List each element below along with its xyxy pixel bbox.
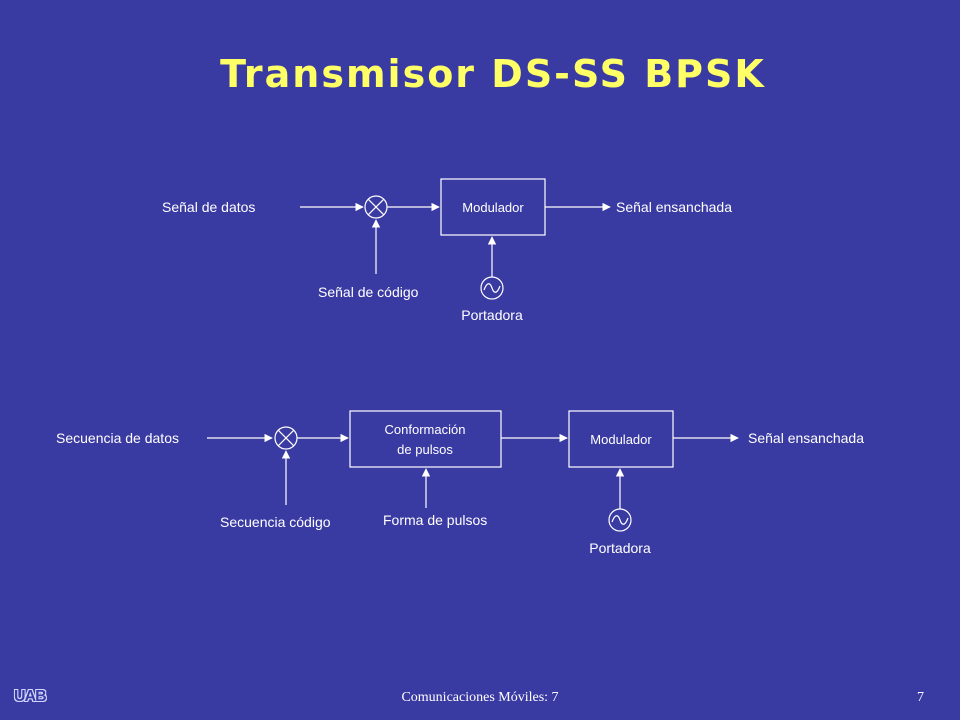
spread-signal-label: Señal ensanchada xyxy=(748,430,864,446)
code-signal-label: Señal de código xyxy=(318,284,419,300)
pulse-shape-label: Forma de pulsos xyxy=(383,512,487,528)
oscillator-icon xyxy=(608,508,632,532)
modulator-label: Modulador xyxy=(462,200,524,215)
oscillator-icon xyxy=(480,276,504,300)
diagram-top: Señal de datos Señal de código Modulador… xyxy=(162,178,732,323)
modulator-box xyxy=(568,410,674,468)
pulse-shaping-label-line2: de pulsos xyxy=(397,442,453,457)
university-logo: UAB xyxy=(14,688,47,705)
diagram-bottom: Secuencia de datos Secuencia código Conf… xyxy=(56,410,864,556)
pulse-shaping-label-line1: Conformación xyxy=(385,422,466,437)
mixer-icon xyxy=(364,195,388,219)
data-sequence-label: Secuencia de datos xyxy=(56,430,179,446)
data-signal-label: Señal de datos xyxy=(162,199,255,215)
page-number: 7 xyxy=(917,690,924,705)
carrier-label: Portadora xyxy=(589,540,651,556)
mixer-icon xyxy=(274,426,298,450)
code-sequence-label: Secuencia código xyxy=(220,514,331,530)
modulator-label: Modulador xyxy=(590,432,652,447)
pulse-shaping-box xyxy=(349,410,502,468)
slide-footer: Comunicaciones Móviles: 7 xyxy=(401,690,559,705)
slide-title: Transmisor DS-SS BPSK xyxy=(220,52,766,96)
spread-signal-label: Señal ensanchada xyxy=(616,199,732,215)
carrier-label: Portadora xyxy=(461,307,523,323)
